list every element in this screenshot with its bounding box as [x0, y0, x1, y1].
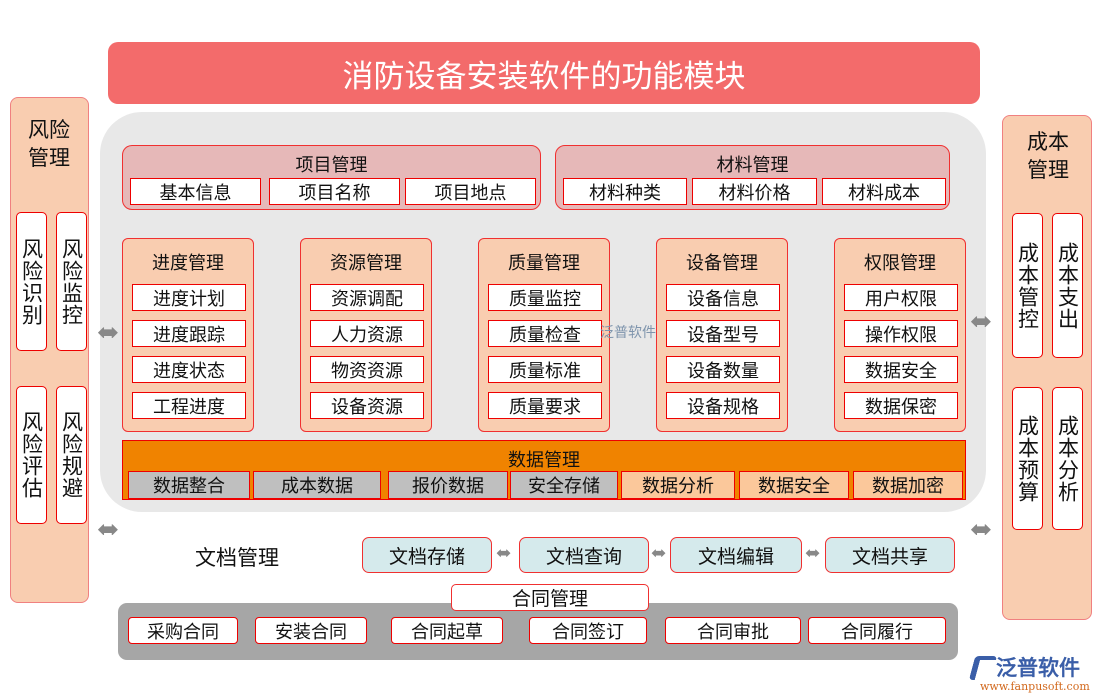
cost-title: 成本管理: [1027, 130, 1069, 182]
project-item: 项目名称: [269, 178, 400, 205]
logo: 泛普软件 www.fanpusoft.com: [968, 652, 1095, 696]
watermark: 泛普软件: [600, 325, 656, 341]
module-item: 物资资源: [310, 356, 424, 383]
data-management-group: 数据管理 数据整合成本数据报价数据安全存储数据分析数据安全数据加密: [122, 440, 966, 500]
group-title: 设备管理: [686, 253, 758, 274]
data-item: 成本数据: [253, 471, 381, 499]
module-item: 设备规格: [666, 392, 780, 419]
module-item: 数据安全: [844, 356, 958, 383]
logo-mark-icon: [968, 656, 998, 680]
project-item: 项目地点: [405, 178, 536, 205]
logo-name: 泛普软件: [996, 656, 1080, 680]
data-item: 安全存储: [510, 471, 618, 499]
module-item: 设备数量: [666, 356, 780, 383]
contract-item: 合同审批: [665, 617, 801, 644]
group-title: 项目管理: [295, 155, 368, 176]
module-item: 操作权限: [844, 320, 958, 347]
cost-panel: 成本管理 成本管控 成本支出 成本预算 成本分析: [1002, 115, 1092, 620]
module-item: 设备信息: [666, 284, 780, 311]
group-title: 权限管理: [864, 253, 936, 274]
group-title: 质量管理: [508, 253, 580, 274]
group-title: 进度管理: [152, 253, 224, 274]
double-arrow-icon: ⬌: [651, 543, 667, 564]
doc-item: 文档查询: [519, 537, 649, 573]
double-arrow-icon: ⬌: [97, 515, 119, 545]
contract-item: 安装合同: [255, 617, 367, 644]
double-arrow-icon: ⬌: [805, 543, 821, 564]
data-item: 数据安全: [739, 471, 849, 499]
module-item: 设备资源: [310, 392, 424, 419]
page-title: 消防设备安装软件的功能模块: [108, 42, 980, 104]
module-group: 设备管理设备信息设备型号设备数量设备规格: [656, 238, 788, 432]
double-arrow-icon: ⬌: [970, 515, 992, 545]
module-item: 进度跟踪: [132, 320, 246, 347]
module-item: 质量标准: [488, 356, 602, 383]
module-item: 工程进度: [132, 392, 246, 419]
group-title: 材料管理: [716, 155, 789, 176]
data-item: 数据分析: [621, 471, 735, 499]
doc-item: 文档编辑: [670, 537, 802, 573]
logo-url: www.fanpusoft.com: [980, 680, 1090, 693]
double-arrow-icon: ⬌: [496, 543, 512, 564]
risk-item: 风险评估: [16, 386, 47, 524]
risk-title: 风险管理: [28, 118, 70, 170]
contract-title: 合同管理: [451, 584, 649, 611]
docs-title: 文档管理: [195, 546, 279, 570]
cost-item: 成本支出: [1052, 213, 1083, 358]
risk-item: 风险识别: [16, 212, 47, 351]
contract-item: 采购合同: [128, 617, 238, 644]
project-group: 项目管理 基本信息 项目名称 项目地点: [122, 145, 541, 210]
module-group: 资源管理资源调配人力资源物资资源设备资源: [300, 238, 432, 432]
data-item: 报价数据: [388, 471, 508, 499]
module-item: 质量监控: [488, 284, 602, 311]
risk-item: 风险规避: [56, 386, 87, 524]
cost-item: 成本分析: [1052, 387, 1083, 530]
module-item: 设备型号: [666, 320, 780, 347]
material-item: 材料成本: [822, 178, 946, 205]
group-title: 数据管理: [508, 450, 580, 471]
module-group: 进度管理进度计划进度跟踪进度状态工程进度: [122, 238, 254, 432]
module-item: 资源调配: [310, 284, 424, 311]
cost-item: 成本预算: [1012, 387, 1043, 530]
material-group: 材料管理 材料种类 材料价格 材料成本: [555, 145, 950, 210]
module-item: 质量检查: [488, 320, 602, 347]
module-group: 权限管理用户权限操作权限数据安全数据保密: [834, 238, 966, 432]
module-item: 用户权限: [844, 284, 958, 311]
material-item: 材料种类: [563, 178, 687, 205]
module-item: 进度状态: [132, 356, 246, 383]
double-arrow-icon: ⬌: [97, 318, 119, 348]
module-item: 进度计划: [132, 284, 246, 311]
contract-item: 合同签订: [529, 617, 647, 644]
material-item: 材料价格: [692, 178, 817, 205]
module-group: 质量管理质量监控质量检查质量标准质量要求: [478, 238, 610, 432]
data-item: 数据加密: [853, 471, 963, 499]
doc-item: 文档共享: [825, 537, 955, 573]
module-item: 人力资源: [310, 320, 424, 347]
data-item: 数据整合: [128, 471, 250, 499]
cost-item: 成本管控: [1012, 213, 1043, 358]
risk-item: 风险监控: [56, 212, 87, 351]
doc-item: 文档存储: [362, 537, 492, 573]
risk-panel: 风险管理 风险识别 风险监控 风险评估 风险规避: [10, 97, 89, 603]
double-arrow-icon: ⬌: [970, 307, 992, 337]
module-item: 数据保密: [844, 392, 958, 419]
contract-item: 合同起草: [391, 617, 503, 644]
group-title: 资源管理: [330, 253, 402, 274]
contract-item: 合同履行: [808, 617, 946, 644]
project-item: 基本信息: [130, 178, 261, 205]
module-item: 质量要求: [488, 392, 602, 419]
